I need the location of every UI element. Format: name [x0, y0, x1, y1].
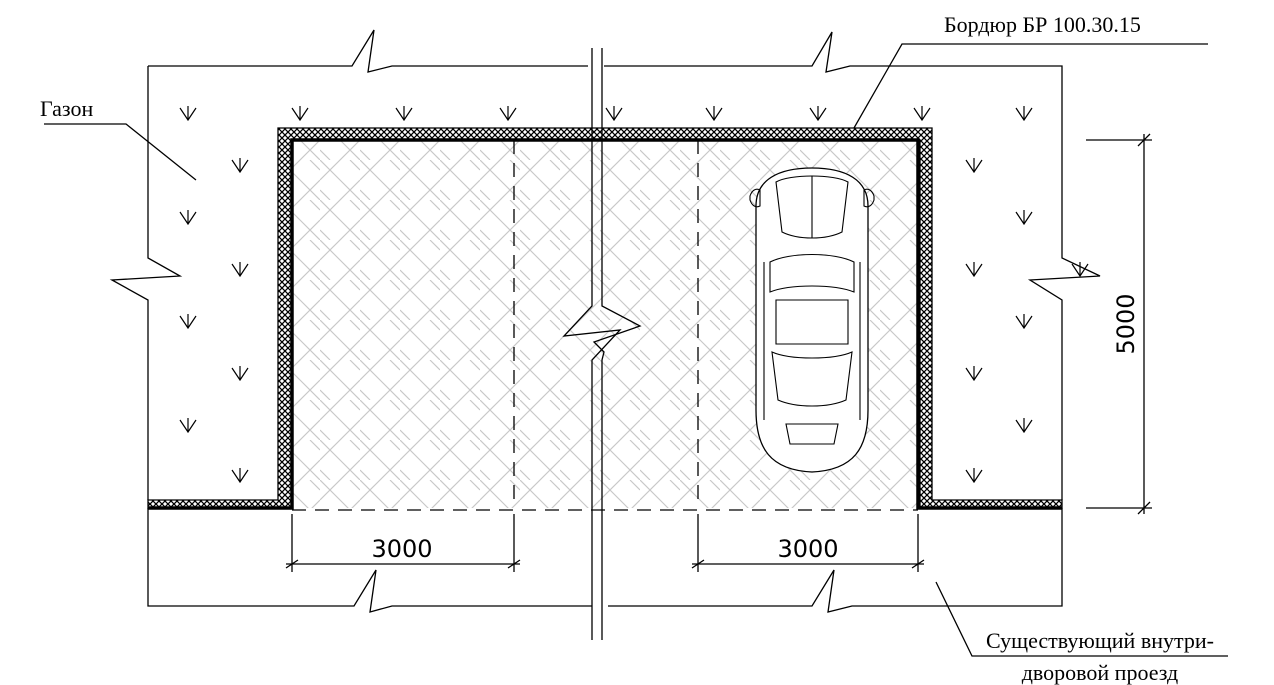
label-curb: Бордюр БР 100.30.15 — [853, 12, 1208, 129]
label-driveway: Существующий внутри- дворовой проезд — [935, 581, 1228, 685]
center-break-line — [562, 48, 642, 640]
car-icon — [749, 167, 875, 473]
dimension-right: 3000 — [691, 514, 925, 572]
driveway-boundary — [147, 508, 1063, 613]
dimension-left: 3000 — [285, 514, 521, 572]
dimension-depth: 5000 — [1086, 133, 1152, 515]
dimension-depth-text: 5000 — [1112, 293, 1140, 354]
dimension-width-left-text: 3000 — [371, 535, 432, 563]
curb-label: Бордюр БР 100.30.15 — [944, 12, 1141, 37]
label-lawn: Газон — [40, 96, 197, 181]
stall-dividers — [292, 140, 918, 511]
lawn-boundary — [109, 29, 1101, 500]
dimension-width-right-text: 3000 — [777, 535, 838, 563]
driveway-label-line1: Существующий внутри- — [986, 628, 1214, 653]
lawn-label: Газон — [40, 96, 93, 121]
driveway-label-line2: дворовой проезд — [1022, 660, 1179, 685]
lawn-symbols — [179, 106, 1089, 484]
